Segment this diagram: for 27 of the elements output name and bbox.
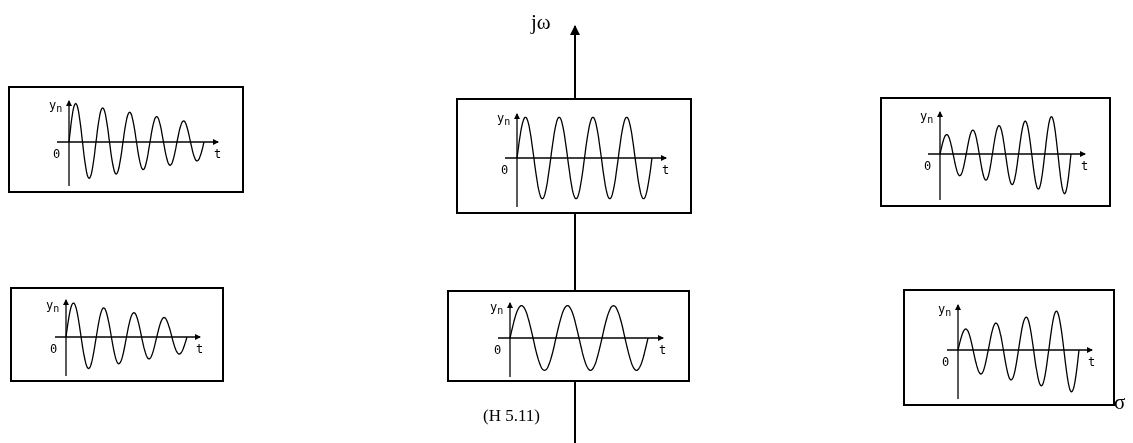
imaginary-axis-label: jω [531, 11, 551, 33]
origin-label: 0 [501, 164, 509, 176]
y-axis-label: y$_{n}$ [920, 110, 934, 127]
origin-label: 0 [53, 148, 61, 160]
response-plot-box [880, 97, 1111, 207]
y-axis-label: y$_{n}$ [46, 299, 60, 316]
y-axis-label: y$_{n}$ [497, 112, 511, 129]
y-axis-label: y$_{n}$ [49, 99, 63, 116]
figure-caption: (H 5.11) [483, 405, 540, 427]
origin-label: 0 [942, 356, 950, 368]
response-plot-box [10, 287, 224, 382]
response-plot-box [447, 290, 690, 382]
time-axis-label: t [1088, 356, 1096, 368]
time-axis-label: t [659, 344, 667, 356]
response-plot-box [456, 98, 692, 214]
y-axis-label: y$_{n}$ [938, 303, 952, 320]
origin-label: 0 [494, 344, 502, 356]
origin-label: 0 [50, 343, 58, 355]
time-axis-label: t [1081, 160, 1089, 172]
time-axis-label: t [196, 343, 204, 355]
real-axis-label: σ [1114, 391, 1126, 413]
time-axis-label: t [662, 164, 670, 176]
origin-label: 0 [924, 160, 932, 172]
y-axis-label: y$_{n}$ [490, 301, 504, 318]
time-axis-label: t [214, 148, 222, 160]
response-plot-box [903, 289, 1115, 406]
response-plot-box [8, 86, 244, 193]
